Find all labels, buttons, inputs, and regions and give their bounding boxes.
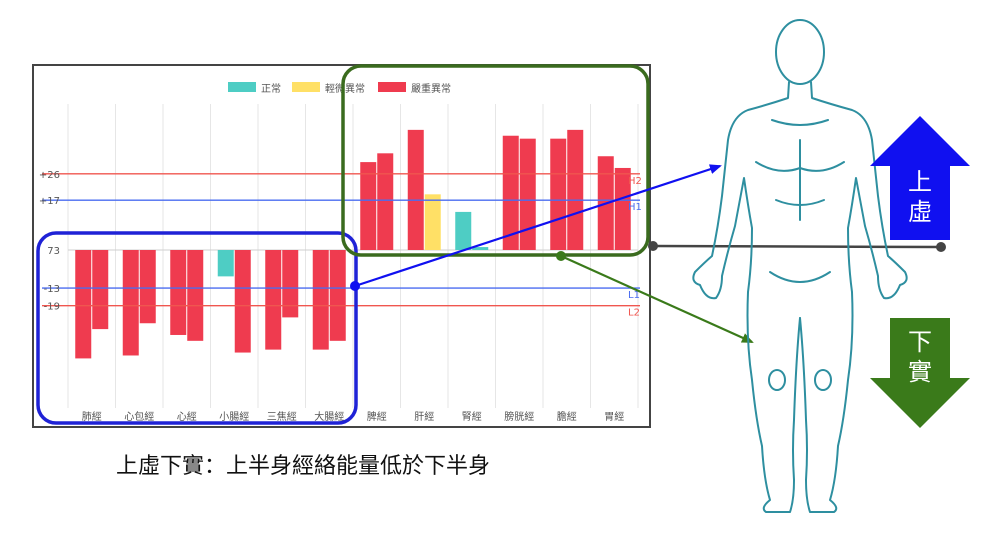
bar xyxy=(122,250,139,356)
bar xyxy=(407,129,424,250)
legend-swatch xyxy=(292,82,320,92)
up-arrow-label-2: 虛 xyxy=(908,198,932,226)
bar xyxy=(360,162,377,250)
reference-line-label: H1 xyxy=(628,202,642,213)
waist-divider-line xyxy=(652,244,942,249)
bar xyxy=(329,250,346,341)
x-tick-label: 胃經 xyxy=(604,410,624,423)
down-arrow-shape xyxy=(870,318,970,428)
up-arrow-shape xyxy=(870,116,970,240)
x-tick-label: 膀胱經 xyxy=(504,410,534,423)
x-tick-label: 小腸經 xyxy=(219,410,249,423)
bar xyxy=(139,250,156,324)
x-tick-label: 腎經 xyxy=(462,410,482,423)
bar xyxy=(424,194,441,250)
bar xyxy=(597,156,614,250)
bar xyxy=(282,250,299,318)
bar xyxy=(265,250,282,350)
bar xyxy=(312,250,329,350)
legend-label: 嚴重異常 xyxy=(411,82,451,95)
x-tick-label: 肝經 xyxy=(414,410,434,423)
bar xyxy=(472,247,489,250)
reference-line-label: H2 xyxy=(628,176,642,187)
x-tick-label: 膽經 xyxy=(557,410,577,423)
reference-line-label: L1 xyxy=(628,290,640,301)
x-tick-label: 大腸經 xyxy=(314,410,344,423)
bar xyxy=(92,250,109,330)
x-tick-label: 肺經 xyxy=(82,410,102,423)
legend-label: 輕微異常 xyxy=(325,82,365,95)
y-tick-label: -13 xyxy=(44,284,60,295)
caption: 上虛下實：上半身經絡能量低於下半身 xyxy=(116,454,491,479)
bar xyxy=(502,135,519,250)
legend-swatch xyxy=(228,82,256,92)
x-tick-label: 心包經 xyxy=(124,410,154,423)
y-tick-label: +26 xyxy=(39,170,60,181)
up-arrow-label-1: 上 xyxy=(908,168,932,196)
divider-end-right xyxy=(936,242,946,252)
bar xyxy=(170,250,187,335)
bar xyxy=(187,250,204,341)
bar xyxy=(455,211,472,250)
x-tick-label: 脾經 xyxy=(367,410,387,423)
down-arrow-label-1: 下 xyxy=(908,328,932,356)
legend-label: 正常 xyxy=(261,82,281,95)
bar xyxy=(75,250,92,359)
bar xyxy=(377,153,394,250)
bar xyxy=(567,129,584,250)
bar xyxy=(550,138,567,250)
bar xyxy=(217,250,234,277)
y-tick-label: 73 xyxy=(47,246,60,257)
bar xyxy=(519,138,536,250)
bar xyxy=(234,250,251,353)
y-tick-label: +17 xyxy=(39,196,60,207)
down-arrow-label-2: 實 xyxy=(908,358,932,386)
y-tick-label: -19 xyxy=(44,302,60,313)
legend-swatch xyxy=(378,82,406,92)
x-tick-label: 心經 xyxy=(177,410,197,423)
reference-line-label: L2 xyxy=(628,308,640,319)
x-tick-label: 三焦經 xyxy=(267,410,297,423)
human-body-figure xyxy=(692,19,908,513)
